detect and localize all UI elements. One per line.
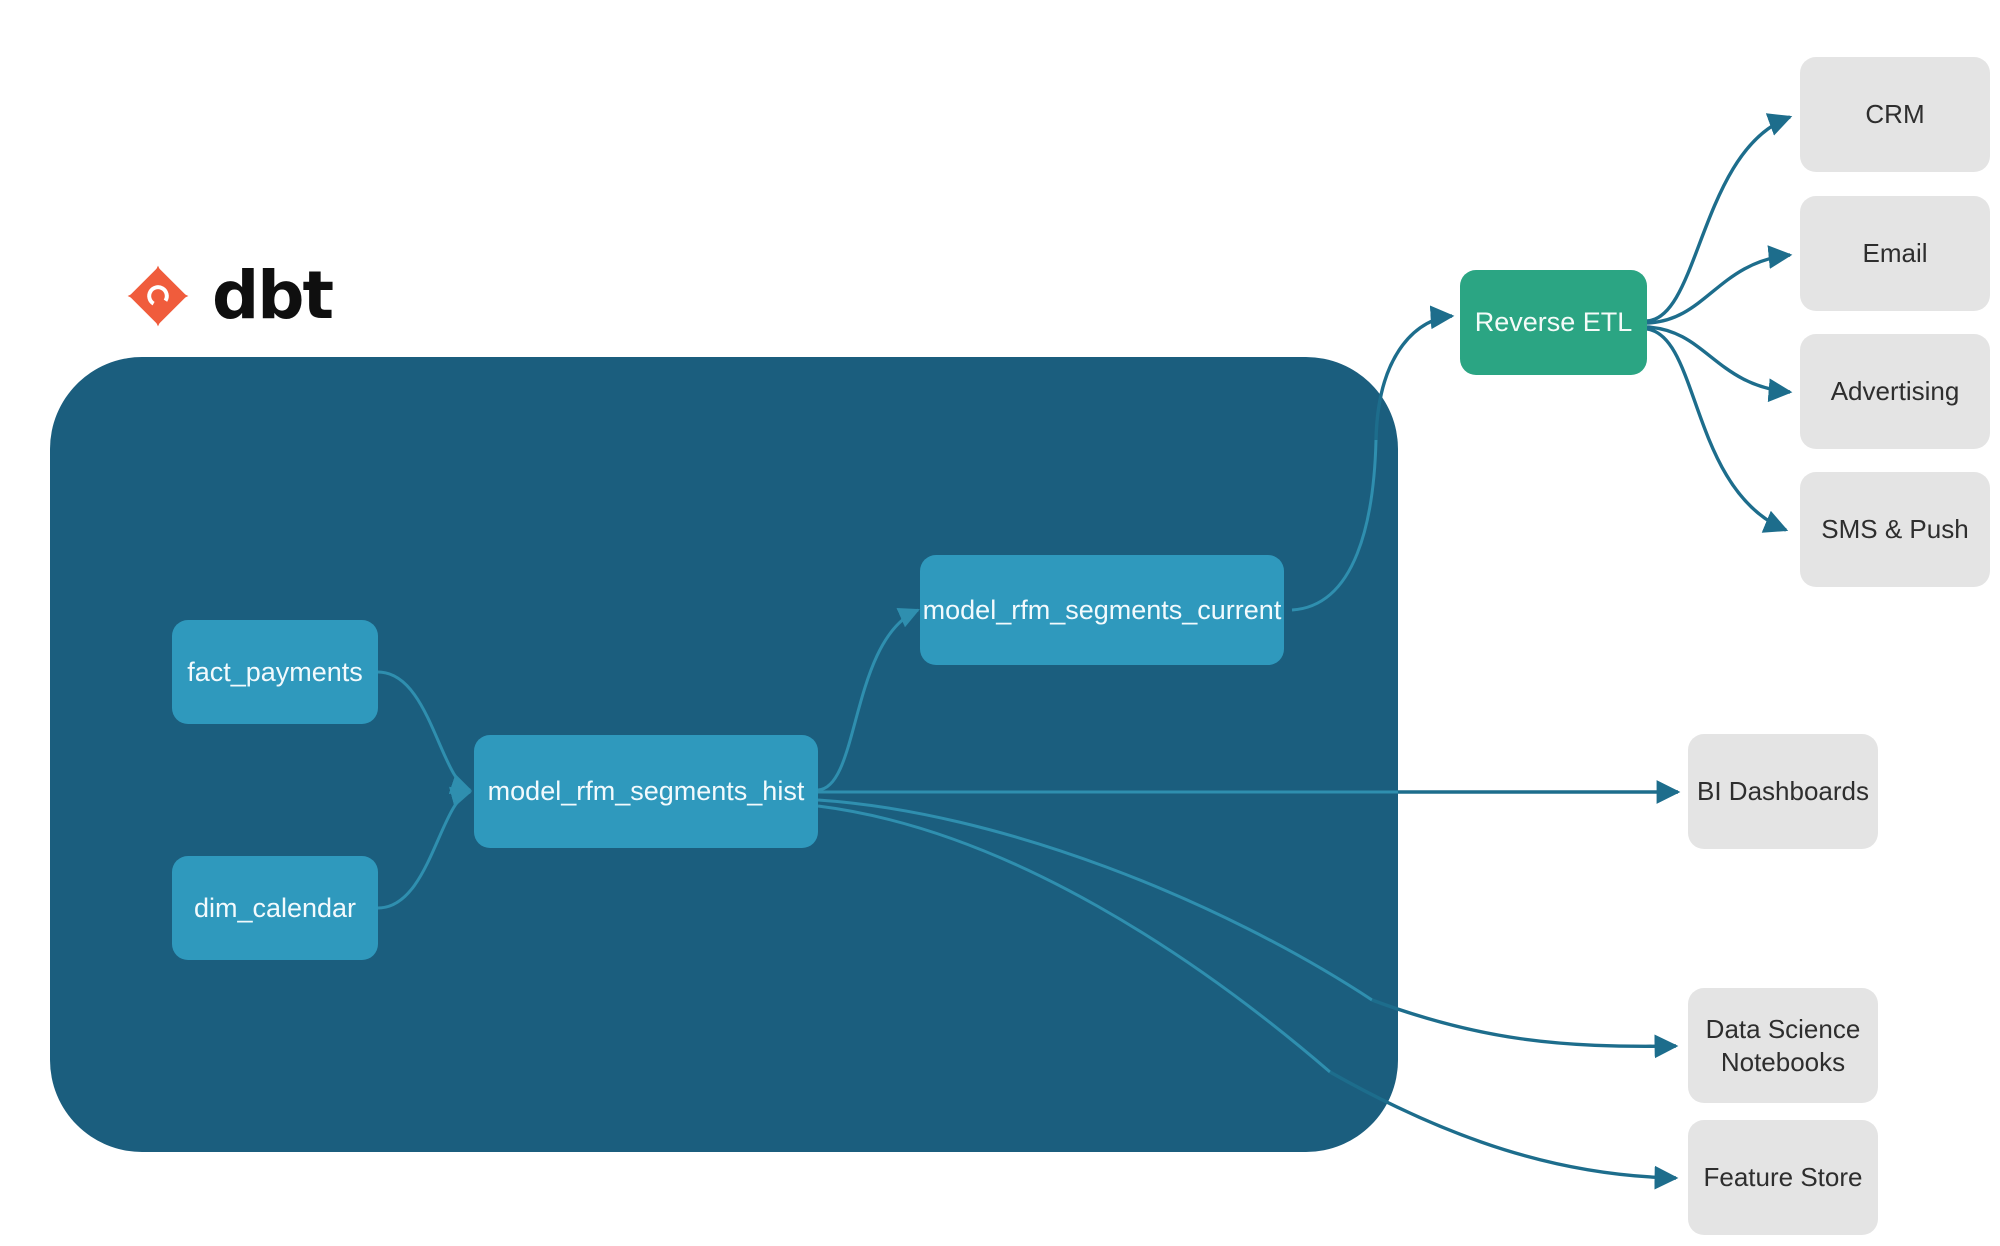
node-label: CRM: [1865, 99, 1925, 130]
node-label: fact_payments: [187, 656, 363, 687]
node-label: Advertising: [1830, 376, 1960, 407]
dbt-logo-mark: [127, 265, 189, 327]
node-label: SMS & Push: [1821, 514, 1969, 545]
node-feature-store[interactable]: Feature Store: [1688, 1120, 1878, 1235]
node-data-science-notebooks[interactable]: Data Science Notebooks: [1688, 988, 1878, 1103]
dbt-logo: dbt: [118, 256, 334, 336]
node-label-line-1: Data Science: [1705, 1014, 1861, 1044]
node-email[interactable]: Email: [1800, 196, 1990, 311]
node-label: Reverse ETL: [1474, 307, 1633, 337]
edge-etl-to-advertising: [1646, 325, 1793, 403]
edge-to-data-science-notebooks: [1371, 998, 1679, 1059]
node-advertising[interactable]: Advertising: [1800, 334, 1990, 449]
node-label: model_rfm_segments_hist: [487, 776, 805, 806]
node-fact-payments[interactable]: fact_payments: [172, 620, 378, 724]
node-reverse-etl[interactable]: Reverse ETL: [1460, 270, 1647, 375]
edge-etl-to-email: [1646, 245, 1793, 325]
node-label-line-2: Notebooks: [1720, 1046, 1846, 1077]
node-label: Feature Store: [1703, 1162, 1863, 1193]
node-model-rfm-segments-current[interactable]: model_rfm_segments_current: [920, 555, 1284, 665]
node-label: model_rfm_segments_current: [922, 594, 1282, 625]
node-sms-push[interactable]: SMS & Push: [1800, 472, 1990, 587]
node-label: Email: [1862, 238, 1928, 269]
edge-etl-to-sms-push: [1646, 327, 1789, 533]
node-dim-calendar[interactable]: dim_calendar: [172, 856, 378, 960]
dbt-wordmark: dbt: [212, 257, 334, 334]
node-bi-dashboards[interactable]: BI Dashboards: [1688, 734, 1878, 849]
edge-etl-to-crm: [1646, 113, 1793, 323]
node-label: BI Dashboards: [1697, 776, 1869, 807]
node-label: dim_calendar: [193, 892, 357, 923]
node-crm[interactable]: CRM: [1800, 57, 1990, 172]
node-model-rfm-segments-hist[interactable]: model_rfm_segments_hist: [474, 735, 818, 848]
node-label: Data Science Notebooks: [1706, 1013, 1861, 1078]
